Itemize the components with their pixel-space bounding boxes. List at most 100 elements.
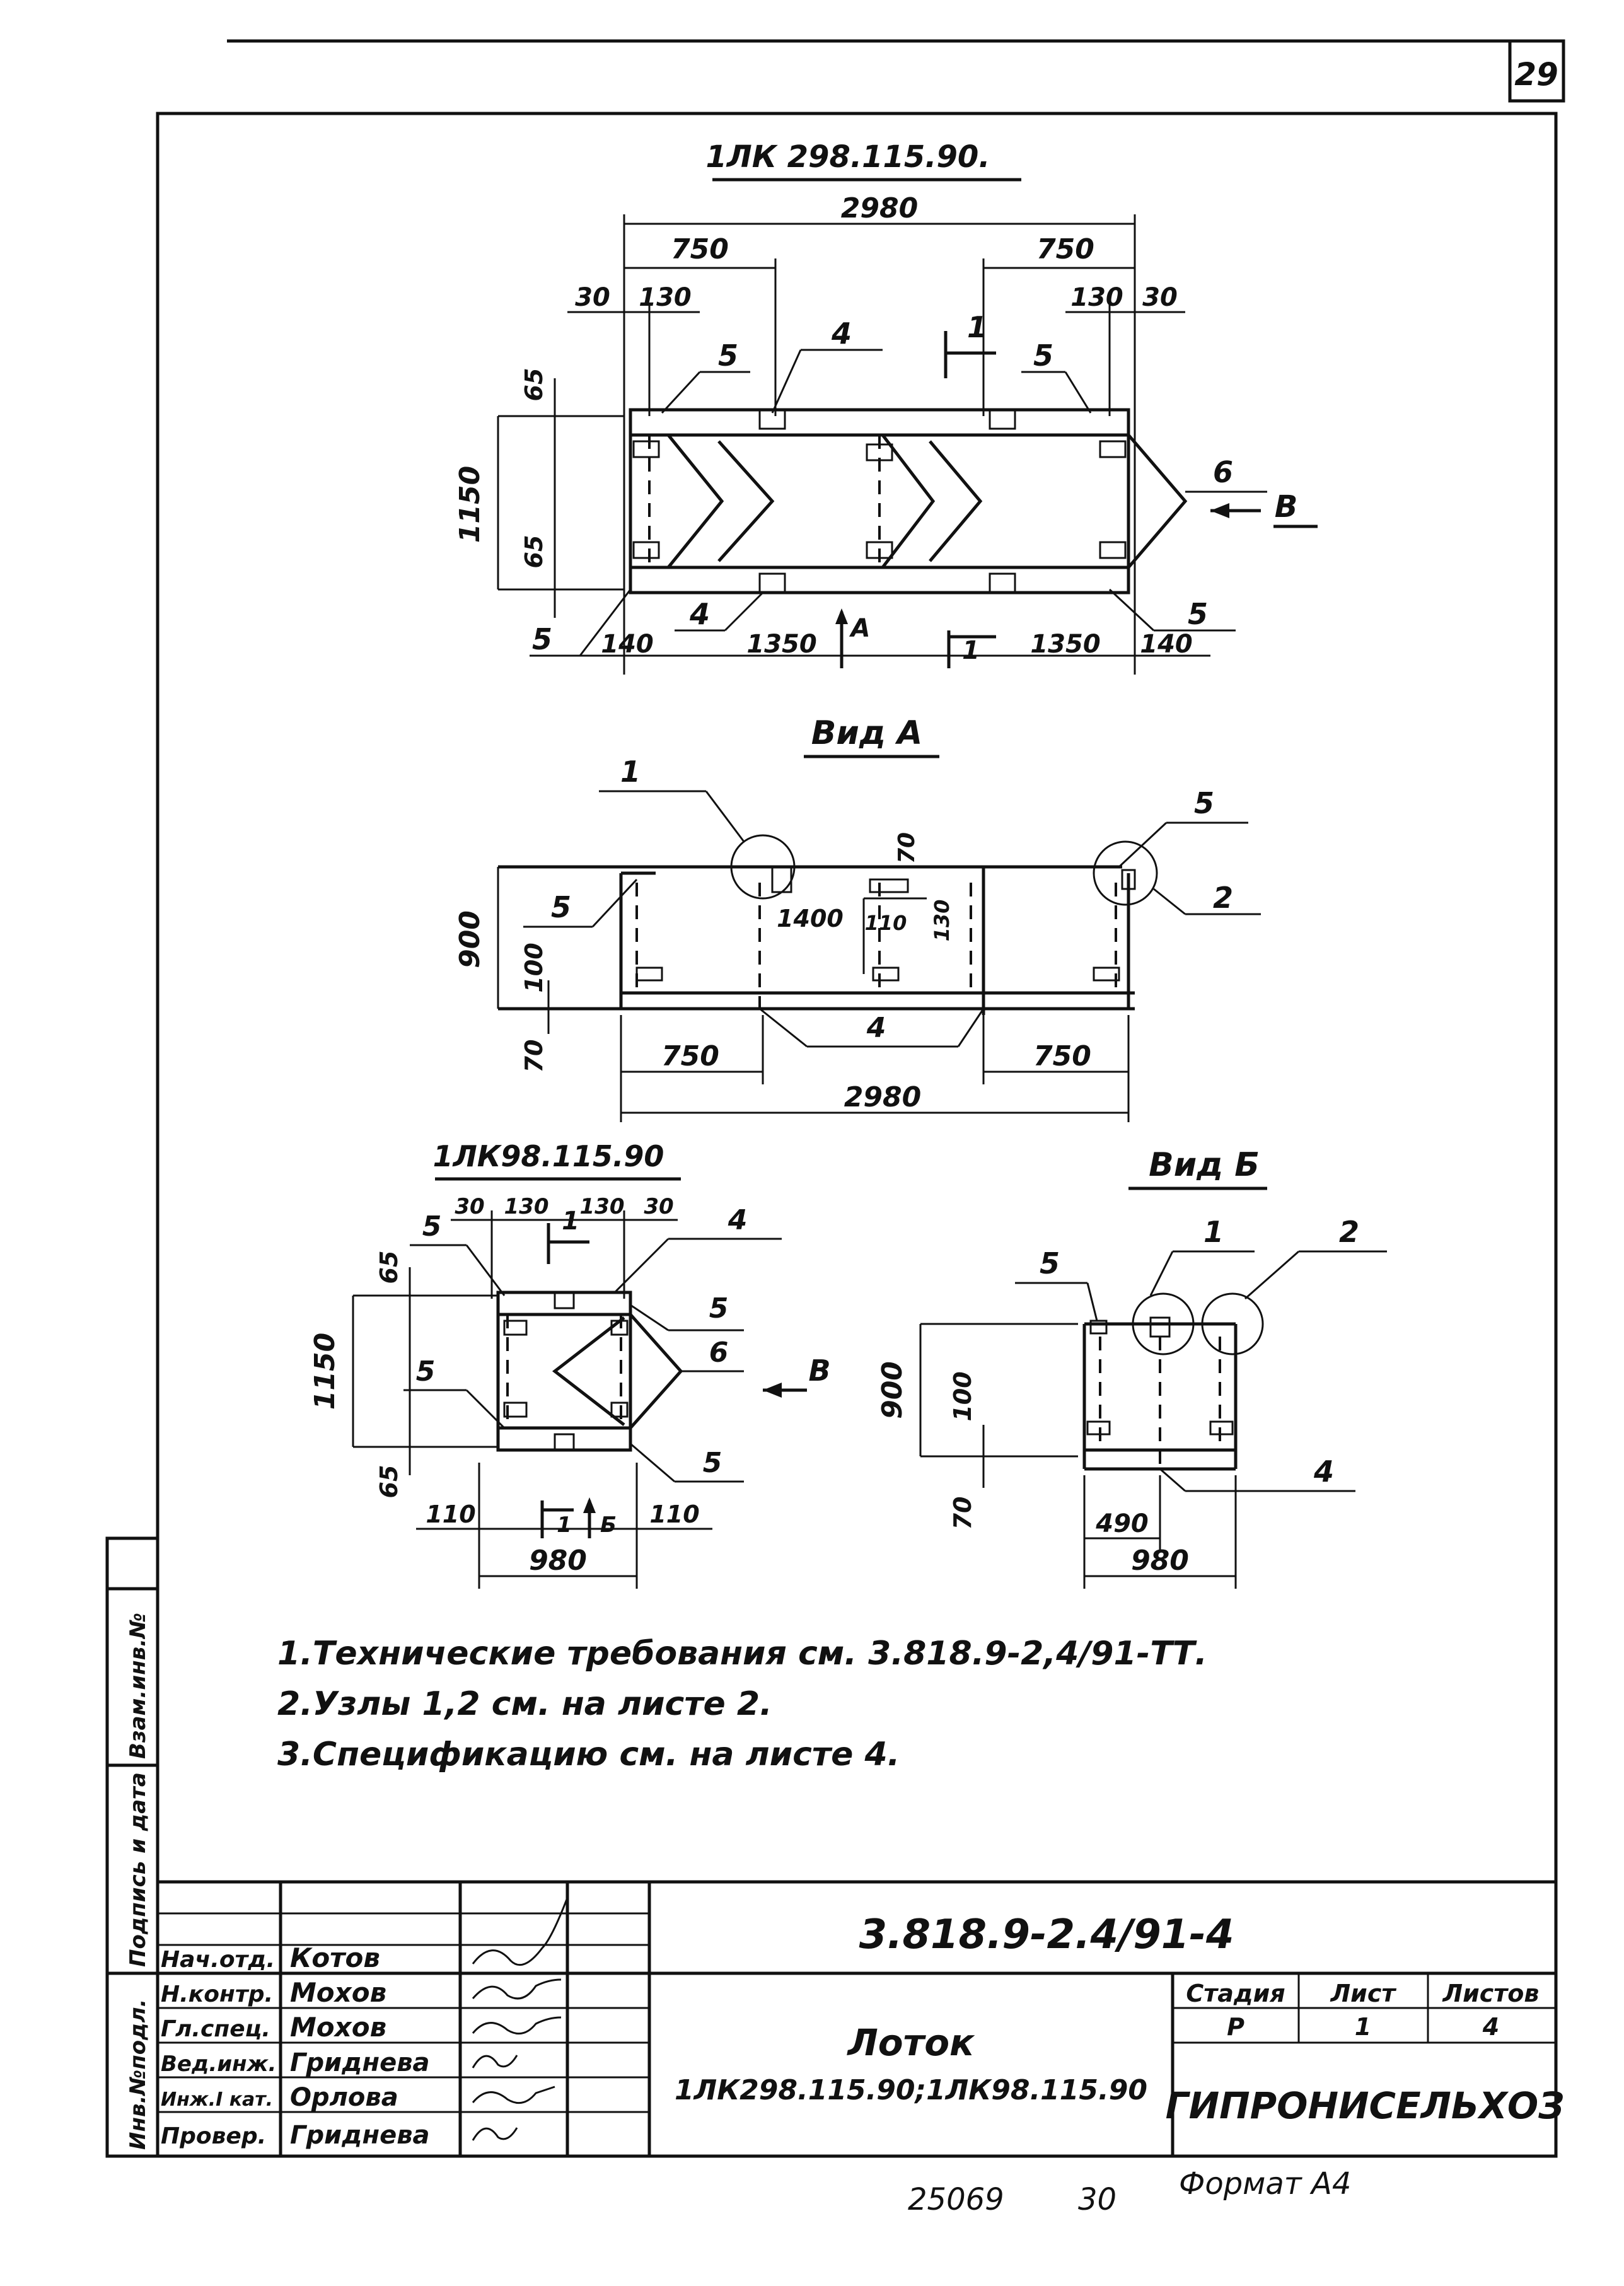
role-1: Н.контр. (161, 1981, 273, 2007)
dim-30-left: 30 (575, 283, 610, 312)
view-a-dim-1400: 1400 (777, 905, 844, 932)
plan-small-callout-4: 4 (728, 1204, 748, 1236)
plan-top: 1ЛК 298.115.90. 2980 750 750 30 130 130 … (454, 139, 1318, 675)
name-3: Гриднева (290, 2048, 430, 2077)
side-label-replace: Взам.инв.№ (125, 1613, 151, 1759)
side-label-sign: Подпись и дата (125, 1772, 151, 1967)
footer-stamp: 25069 (908, 2182, 1004, 2217)
notes: 1.Технические требования см. 3.818.9-2,4… (277, 1635, 1207, 1773)
dim-140-right: 140 (1140, 630, 1193, 659)
view-a: Вид А 1 5 5 2 (454, 714, 1261, 1122)
callout-4-top: 4 (831, 316, 852, 351)
note-3: 3.Спецификацию см. на листе 4. (277, 1736, 900, 1773)
plan-small-callout-5a: 5 (422, 1210, 442, 1243)
view-a-callout-5-right: 5 (1194, 786, 1214, 820)
view-a-dim-2980: 2980 (844, 1081, 921, 1113)
stage-value: Р (1227, 2013, 1244, 2041)
view-b-callout-1: 1 (1204, 1215, 1224, 1249)
dim-1350-right: 1350 (1030, 630, 1100, 659)
plan-small-dim-1150: 1150 (309, 1333, 341, 1410)
callout-5-bottom-right: 5 (1188, 597, 1208, 631)
dim-2980-top: 2980 (841, 192, 918, 224)
plan-top-title: 1ЛК 298.115.90. (705, 139, 990, 175)
view-a-callout-5-left: 5 (551, 890, 571, 924)
view-b-dim-490: 490 (1095, 1509, 1149, 1538)
view-a-callout-1: 1 (620, 755, 641, 789)
name-1: Мохов (290, 1977, 386, 2008)
callout-1-section-bottom: 1 (962, 636, 980, 665)
sheet-label: Лист (1330, 1980, 1397, 2007)
role-2: Гл.спец. (161, 2016, 270, 2042)
dim-30-right: 30 (1142, 283, 1178, 312)
doc-code: 3.818.9-2.4/91-4 (859, 1912, 1234, 1958)
callout-view-a-arrow: А (849, 614, 871, 643)
view-a-dim-750-right: 750 (1033, 1040, 1091, 1072)
drawing-frame (156, 112, 1558, 2158)
view-a-dim-70-base: 70 (520, 1040, 548, 1073)
callout-4-bottom: 4 (689, 597, 710, 631)
view-a-callout-4: 4 (866, 1012, 886, 1044)
plan-small-title: 1ЛК98.115.90 (433, 1139, 664, 1173)
plan-small-callout-view-b: В (808, 1354, 830, 1388)
note-1: 1.Технические требования см. 3.818.9-2,4… (277, 1635, 1207, 1673)
view-b-callout-4: 4 (1313, 1454, 1334, 1488)
plan-small-dim-130b: 130 (580, 1194, 625, 1219)
footer-format: Формат А4 (1179, 2166, 1351, 2202)
sheet-value: 1 (1355, 2013, 1371, 2041)
view-b-dim-100: 100 (949, 1371, 977, 1421)
plan-small-dim-130a: 130 (504, 1194, 549, 1219)
plan-small-callout-6: 6 (709, 1337, 729, 1369)
view-a-dim-130: 130 (930, 900, 954, 942)
plan-small-dim-980: 980 (529, 1545, 587, 1577)
sheet-number-box (1508, 39, 1565, 103)
role-5: Провер. (161, 2123, 266, 2149)
dim-65-lower: 65 (520, 535, 548, 569)
view-a-callout-2: 2 (1213, 881, 1233, 915)
dim-140-left: 140 (601, 630, 654, 659)
organization: ГИПРОНИСЕЛЬХОЗ (1166, 2084, 1565, 2127)
plan-small-callout-1: 1 (562, 1207, 579, 1236)
plan-small-callout-1b: 1 (557, 1512, 572, 1538)
plan-small-dim-65-bottom: 65 (375, 1465, 403, 1499)
view-b: Вид Б 5 1 2 4 900 100 70 (876, 1146, 1387, 1589)
signature-0 (472, 1897, 569, 1966)
item-name: Лоток (847, 2021, 975, 2064)
plan-small-callout-5b: 5 (709, 1292, 729, 1325)
title-block: 3.818.9-2.4/91-4 Нач.отд. Котов Н.контр.… (158, 1880, 1565, 2156)
signature-2 (472, 2016, 562, 2035)
callout-5-top-right: 5 (1033, 339, 1053, 373)
view-b-title: Вид Б (1149, 1146, 1260, 1184)
side-label-inv: Инв.№подл. (125, 1999, 151, 2150)
role-0: Нач.отд. (161, 1947, 275, 1973)
signature-4 (472, 2086, 555, 2104)
sheets-value: 4 (1482, 2013, 1499, 2041)
dim-1350-left: 1350 (746, 630, 816, 659)
dim-1150-top: 1150 (454, 466, 486, 543)
view-b-dim-70: 70 (949, 1497, 977, 1530)
view-a-title: Вид А (811, 714, 922, 752)
plan-small-callout-5d: 5 (703, 1447, 722, 1479)
plan-small-dim-30b: 30 (644, 1194, 673, 1219)
view-a-dim-70-top: 70 (894, 832, 920, 864)
role-4: Инж.I кат. (161, 2089, 273, 2111)
name-5: Гриднева (290, 2121, 430, 2150)
name-2: Мохов (290, 2012, 386, 2043)
signature-3 (472, 2055, 518, 2068)
plan-small: 1ЛК98.115.90 30 130 130 30 1150 65 65 (309, 1139, 831, 1589)
plan-small-dim-110-left: 110 (426, 1500, 475, 1528)
dim-130-left: 130 (639, 283, 692, 312)
plan-small-dim-65-top: 65 (375, 1251, 403, 1284)
dim-65-upper: 65 (520, 368, 548, 402)
dim-750-right: 750 (1036, 233, 1094, 265)
plan-small-callout-view-b-arrow: Б (600, 1512, 617, 1538)
stage-label: Стадия (1186, 1980, 1285, 2007)
view-b-dim-980: 980 (1131, 1545, 1189, 1577)
dim-750-left: 750 (671, 233, 729, 265)
plan-small-callout-5c: 5 (416, 1355, 436, 1388)
plan-small-dim-110-right: 110 (649, 1500, 699, 1528)
callout-5-top-left: 5 (718, 339, 738, 373)
view-a-dim-100: 100 (520, 943, 548, 992)
view-a-dim-900: 900 (454, 910, 486, 968)
callout-5-bottom-left: 5 (532, 622, 552, 656)
